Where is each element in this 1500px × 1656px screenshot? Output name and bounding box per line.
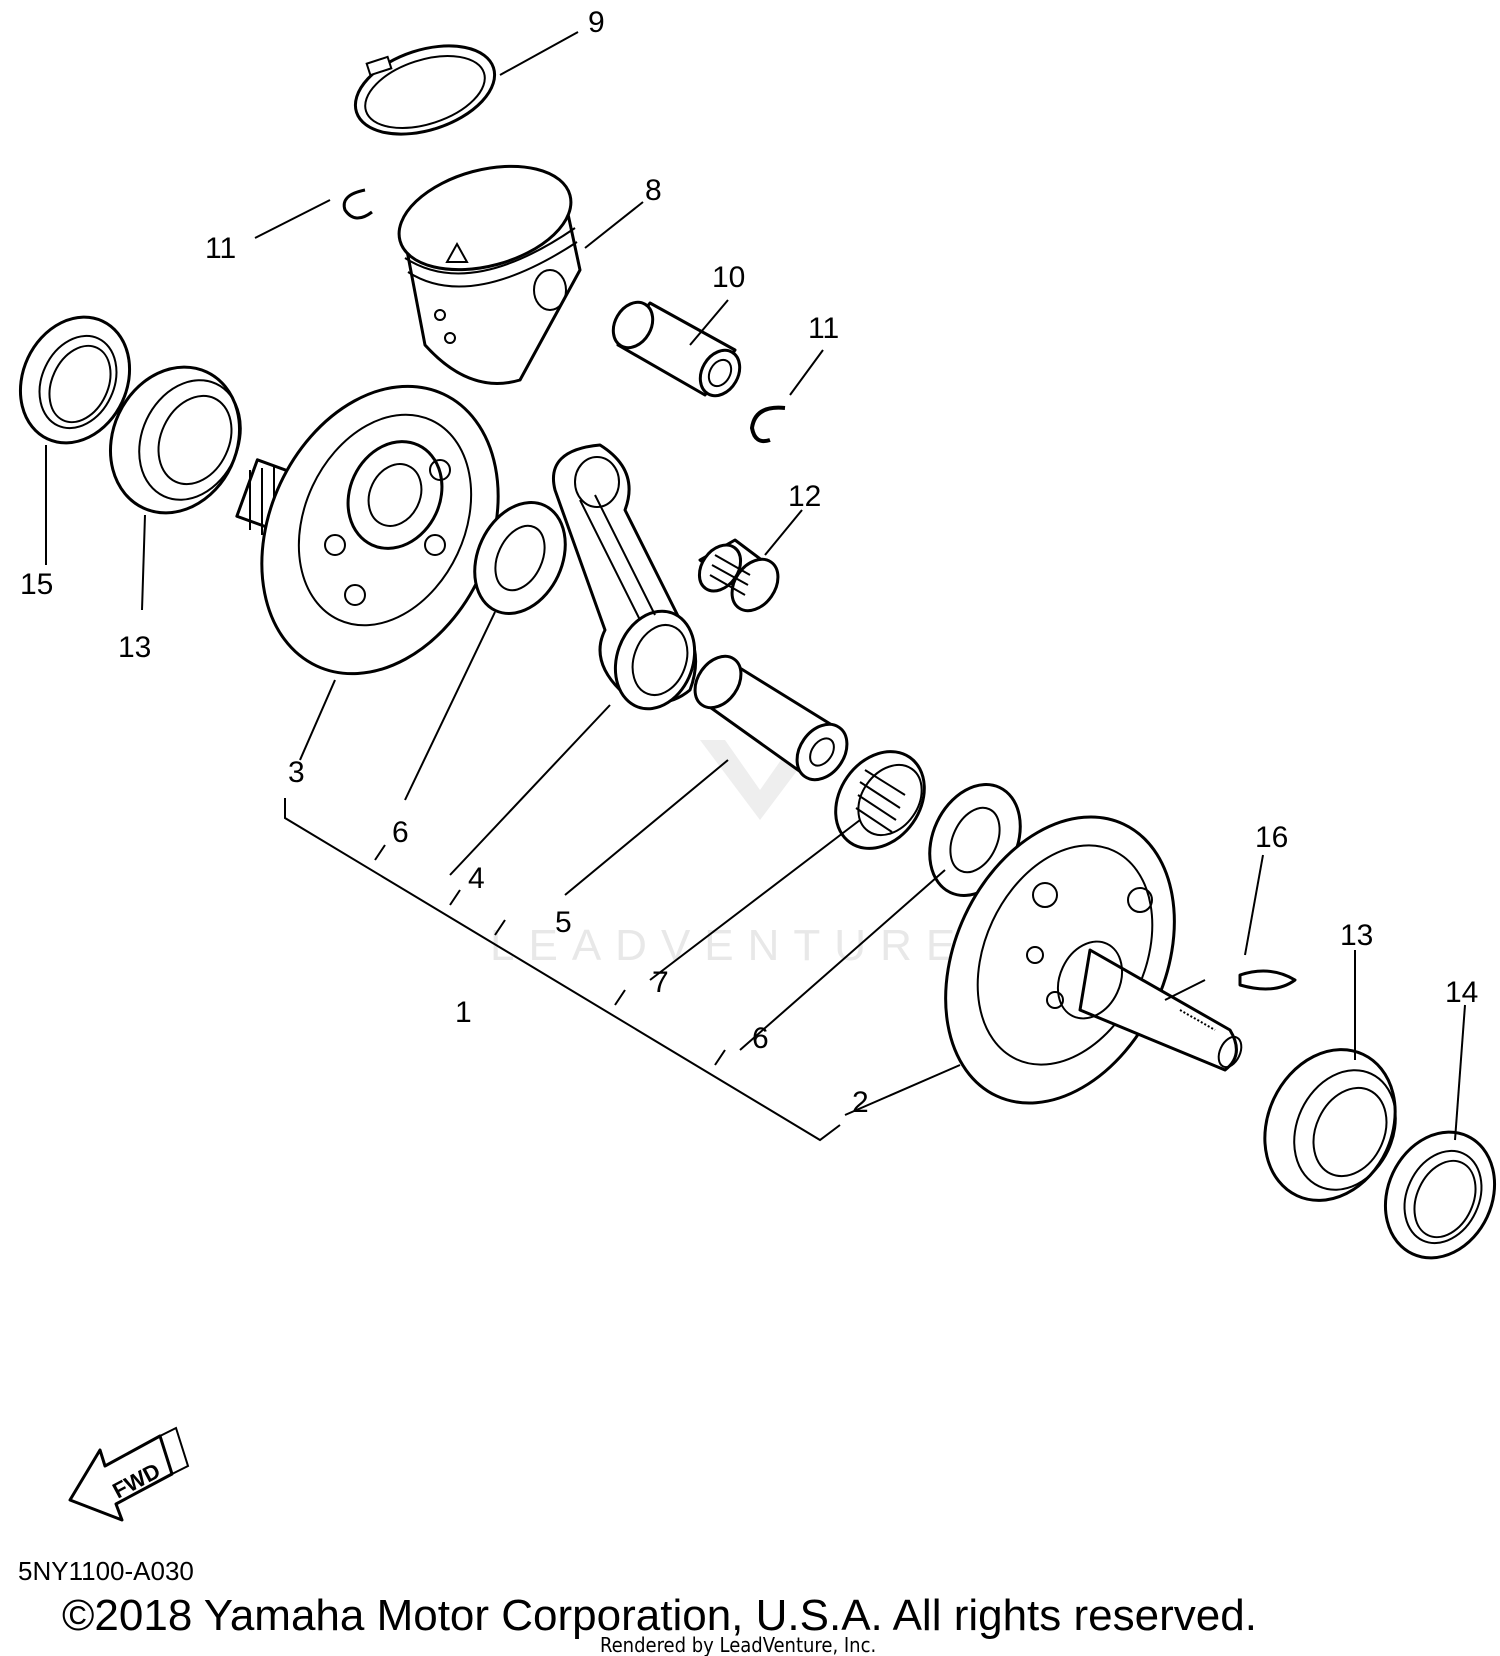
copyright: ©2018 Yamaha Motor Corporation, U.S.A. A… — [62, 1591, 1257, 1640]
callout-6-left: 6 — [392, 816, 409, 849]
crank-pin[interactable] — [686, 648, 858, 790]
circlip-right[interactable] — [749, 405, 786, 444]
callout-13-right: 13 — [1340, 919, 1373, 952]
callout-11-right: 11 — [808, 312, 839, 345]
callout-3: 3 — [288, 756, 305, 789]
crank-bearing-right[interactable] — [1241, 1028, 1419, 1222]
callout-7: 7 — [652, 966, 669, 999]
thrust-washer-left[interactable] — [457, 488, 582, 629]
callout-labels: 9 8 10 11 11 12 15 13 3 6 4 5 1 7 6 2 16… — [20, 6, 1478, 1119]
callout-14: 14 — [1445, 976, 1478, 1009]
diagram-code: 5NY1100-A030 — [18, 1556, 194, 1586]
callout-6-right: 6 — [752, 1022, 769, 1055]
callout-4: 4 — [468, 862, 485, 895]
callout-11-left: 11 — [205, 232, 236, 265]
piston-pin[interactable] — [605, 295, 747, 403]
callout-5: 5 — [555, 906, 572, 939]
crank-left[interactable] — [217, 348, 543, 713]
leader-lines — [45, 31, 1466, 1142]
callout-8: 8 — [645, 174, 662, 207]
crank-bearing-left[interactable] — [87, 346, 263, 534]
big-end-bearing[interactable] — [817, 734, 942, 865]
callout-2: 2 — [852, 1086, 869, 1119]
oil-seal-right[interactable] — [1365, 1114, 1500, 1276]
oil-seal-left[interactable] — [0, 299, 149, 461]
callout-9: 9 — [588, 6, 605, 39]
piston[interactable] — [388, 149, 583, 385]
connecting-rod[interactable] — [552, 443, 707, 720]
callout-12: 12 — [788, 480, 821, 513]
circlip-left[interactable] — [342, 188, 373, 220]
crank-right[interactable] — [901, 780, 1245, 1141]
callout-1: 1 — [455, 996, 472, 1029]
woodruff-key[interactable] — [1238, 969, 1297, 991]
callout-15: 15 — [20, 568, 53, 601]
callout-10: 10 — [712, 261, 745, 294]
callout-13-left: 13 — [118, 631, 151, 664]
piston-ring[interactable] — [344, 30, 506, 151]
rendered-by: Rendered by LeadVenture, Inc. — [600, 1633, 876, 1656]
callout-16: 16 — [1255, 821, 1288, 854]
fwd-arrow: FWD — [68, 1426, 190, 1522]
small-end-bearing[interactable] — [691, 537, 788, 619]
